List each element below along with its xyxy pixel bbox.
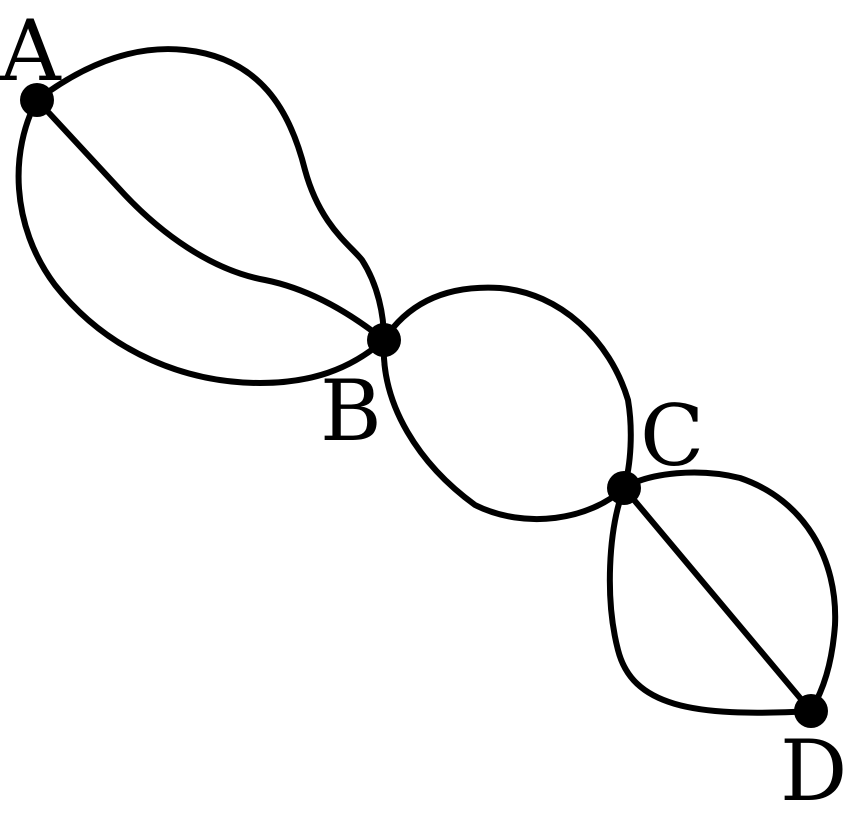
- edge-cd-left: [606, 485, 814, 716]
- vertex-label-b: B: [320, 362, 382, 460]
- edge-ab-straight: [34, 97, 387, 343]
- vertex-c: [607, 471, 641, 505]
- vertex-b: [367, 323, 401, 357]
- edge-bc-lower: [380, 337, 627, 523]
- edge-cd-straight: [621, 485, 814, 714]
- vertex-label-d: D: [780, 722, 847, 820]
- vertex-label-a: A: [0, 2, 62, 100]
- edge-ab-lower: [15, 97, 387, 386]
- edge-bc-upper: [381, 284, 634, 491]
- edge-ab-upper: [34, 46, 387, 343]
- edge-cd-right: [621, 469, 839, 714]
- vertex-a: [20, 83, 54, 117]
- vertex-d: [794, 694, 828, 728]
- vertex-label-c: C: [640, 387, 704, 485]
